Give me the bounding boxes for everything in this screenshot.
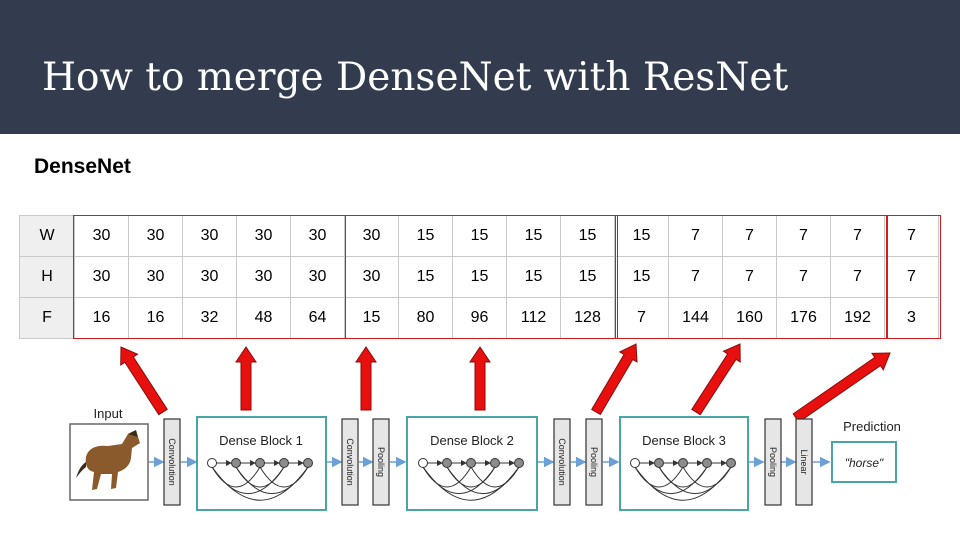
row-header: F bbox=[19, 297, 75, 339]
table-cell: 15 bbox=[614, 256, 669, 298]
prediction-box: "horse" bbox=[831, 441, 897, 483]
dense-block-2: Dense Block 2 bbox=[406, 416, 538, 511]
pooling-layer-3: Pooling bbox=[764, 418, 782, 506]
table-cell: 15 bbox=[398, 215, 453, 257]
red-arrow-5 bbox=[591, 343, 638, 416]
table-cell: 160 bbox=[722, 297, 777, 339]
row-header: H bbox=[19, 256, 75, 298]
table-cell: 64 bbox=[290, 297, 345, 339]
svg-text:Linear: Linear bbox=[799, 449, 809, 474]
table-cell: 30 bbox=[290, 256, 345, 298]
table-cell: 7 bbox=[668, 215, 723, 257]
table-cell: 15 bbox=[614, 215, 669, 257]
table-cell: 144 bbox=[668, 297, 723, 339]
convolution-layer-3: Convolution bbox=[553, 418, 571, 506]
table-cell: 80 bbox=[398, 297, 453, 339]
svg-text:Pooling: Pooling bbox=[376, 447, 386, 477]
densenet-diagram: Input Convolution Dense Block 1 Convolut… bbox=[69, 343, 901, 511]
svg-text:Convolution: Convolution bbox=[557, 438, 567, 486]
table-cell: 112 bbox=[506, 297, 561, 339]
horse-image bbox=[69, 423, 149, 501]
table-cell: 30 bbox=[74, 215, 129, 257]
table-cell: 30 bbox=[128, 215, 183, 257]
table-cell: 96 bbox=[452, 297, 507, 339]
convolution-layer-2: Convolution bbox=[341, 418, 359, 506]
dense-block-3: Dense Block 3 bbox=[619, 416, 749, 511]
table-cell: 176 bbox=[776, 297, 831, 339]
table-cell: 7 bbox=[668, 256, 723, 298]
svg-text:Dense Block 2: Dense Block 2 bbox=[430, 433, 514, 448]
table-cell: 7 bbox=[830, 215, 885, 257]
table-cell: 192 bbox=[830, 297, 885, 339]
red-arrows bbox=[120, 343, 891, 423]
table-cell: 32 bbox=[182, 297, 237, 339]
red-arrow-1 bbox=[120, 346, 168, 416]
pooling-layer-1: Pooling bbox=[372, 418, 390, 506]
table-cell: 30 bbox=[182, 256, 237, 298]
table-cell: 30 bbox=[344, 215, 399, 257]
table-cell: 16 bbox=[128, 297, 183, 339]
section-subtitle: DenseNet bbox=[34, 155, 131, 178]
table-cell: 16 bbox=[74, 297, 129, 339]
red-arrow-2 bbox=[235, 346, 257, 411]
table-cell: 15 bbox=[560, 256, 615, 298]
svg-text:Convolution: Convolution bbox=[167, 438, 177, 486]
svg-text:Convolution: Convolution bbox=[345, 438, 355, 486]
pooling-layer-2: Pooling bbox=[585, 418, 603, 506]
table-cell: 7 bbox=[884, 256, 939, 298]
table-cell: 7 bbox=[776, 256, 831, 298]
row-header: W bbox=[19, 215, 75, 257]
prediction-label: Prediction bbox=[843, 419, 901, 434]
title-bar bbox=[0, 0, 960, 134]
table-cell: 3 bbox=[884, 297, 939, 339]
table-cell: 15 bbox=[452, 256, 507, 298]
table-cell: 30 bbox=[236, 256, 291, 298]
convolution-layer-1: Convolution bbox=[163, 418, 181, 506]
svg-text:Pooling: Pooling bbox=[589, 447, 599, 477]
red-arrow-6 bbox=[691, 343, 741, 416]
table-cell: 15 bbox=[506, 215, 561, 257]
table-cell: 30 bbox=[128, 256, 183, 298]
red-arrow-7 bbox=[792, 352, 891, 423]
table-cell: 30 bbox=[344, 256, 399, 298]
table-cell: 15 bbox=[452, 215, 507, 257]
svg-text:Pooling: Pooling bbox=[768, 447, 778, 477]
input-label: Input bbox=[94, 406, 123, 421]
table-cell: 30 bbox=[236, 215, 291, 257]
table-cell: 30 bbox=[182, 215, 237, 257]
table-cell: 7 bbox=[776, 215, 831, 257]
slide-title: How to merge DenseNet with ResNet bbox=[42, 55, 789, 100]
table-cell: 30 bbox=[74, 256, 129, 298]
red-arrow-3 bbox=[355, 346, 377, 411]
table-cell: 48 bbox=[236, 297, 291, 339]
table-cell: 15 bbox=[506, 256, 561, 298]
table-cell: 15 bbox=[560, 215, 615, 257]
svg-text:Dense Block 1: Dense Block 1 bbox=[219, 433, 303, 448]
svg-text:Dense Block 3: Dense Block 3 bbox=[642, 433, 726, 448]
table-cell: 7 bbox=[722, 215, 777, 257]
table-cell: 128 bbox=[560, 297, 615, 339]
red-arrow-4 bbox=[469, 346, 491, 411]
table-cell: 7 bbox=[884, 215, 939, 257]
dense-block-1: Dense Block 1 bbox=[196, 416, 327, 511]
table-cell: 7 bbox=[830, 256, 885, 298]
svg-text:"horse": "horse" bbox=[845, 456, 884, 470]
table-cell: 15 bbox=[398, 256, 453, 298]
table-cell: 15 bbox=[344, 297, 399, 339]
table-cell: 7 bbox=[614, 297, 669, 339]
table-cell: 30 bbox=[290, 215, 345, 257]
table-cell: 7 bbox=[722, 256, 777, 298]
linear-layer: Linear bbox=[795, 418, 813, 506]
